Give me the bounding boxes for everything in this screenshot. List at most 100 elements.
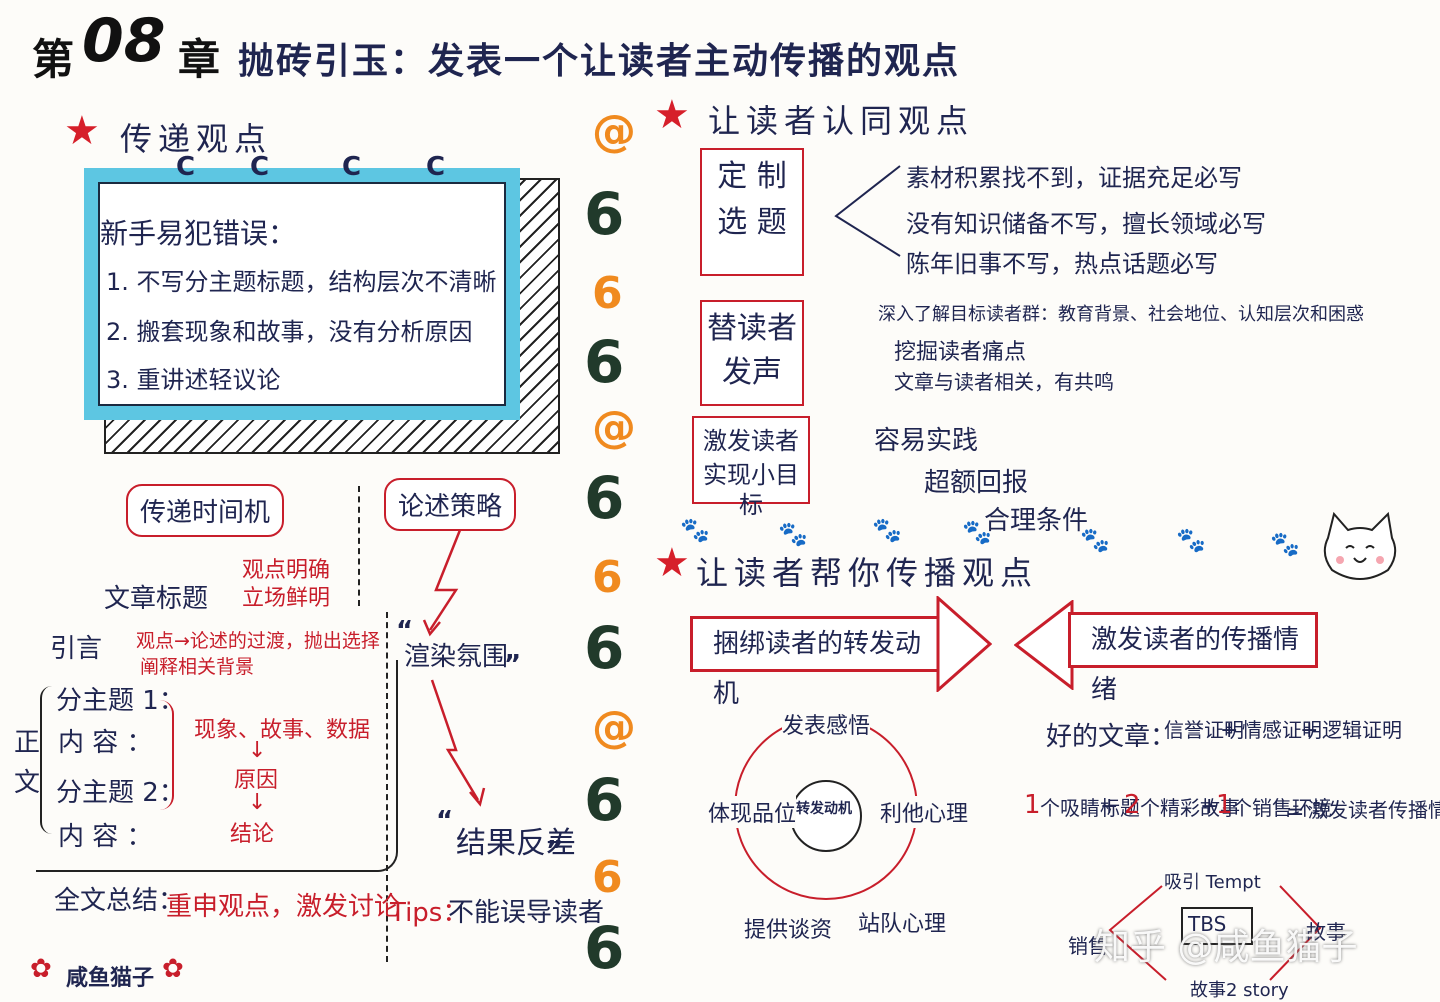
spiral-icon: 6 bbox=[592, 852, 623, 903]
spiral-icon: @ bbox=[592, 106, 636, 157]
eq1-logic: 逻辑证明 bbox=[1322, 718, 1402, 742]
banner-motivate-reader: 激发读者 实现小目标 bbox=[692, 416, 810, 519]
equals-sign: = bbox=[1286, 800, 1305, 825]
paw-icon: 🐾 bbox=[778, 520, 808, 548]
quote-close-1: ” bbox=[504, 650, 522, 680]
body-vertical-1: 正 bbox=[14, 728, 41, 758]
banner-line: 定 制 bbox=[717, 159, 787, 194]
plus-sign: + bbox=[1220, 718, 1239, 743]
goal-point-1: 容易实践 bbox=[874, 426, 979, 456]
spiral-icon: @ bbox=[592, 402, 636, 453]
chapter-number: 08 bbox=[82, 6, 166, 76]
eq2-title: 个吸睛标题 bbox=[1040, 796, 1140, 820]
star-icon: ★ bbox=[654, 540, 690, 586]
topic-point-2: 没有知识储备不写，擅长领域必写 bbox=[906, 210, 1266, 238]
tbs-center: TBS bbox=[1188, 912, 1227, 936]
left-heading: 传递观点 bbox=[120, 120, 273, 158]
star-icon: ★ bbox=[64, 108, 100, 154]
dashed-divider bbox=[358, 486, 360, 606]
cycle-top: 发表感悟 bbox=[782, 708, 871, 740]
flow-arrow: ↓ bbox=[248, 738, 267, 763]
reader-point-2: 挖掘读者痛点 bbox=[894, 340, 1027, 365]
intro-label: 引言 bbox=[50, 634, 103, 664]
banner-line: 实现小目标 bbox=[703, 461, 799, 519]
spiral-icon: 6 bbox=[584, 766, 625, 834]
spiral-icon: 6 bbox=[584, 180, 625, 248]
strategy-badge: 论述策略 bbox=[384, 478, 517, 531]
board-item-1: 1. 不写分主题标题，结构层次不清晰 bbox=[106, 268, 497, 296]
spiral-icon: @ bbox=[592, 702, 636, 753]
title-note-2: 立场鲜明 bbox=[242, 586, 331, 611]
quote-contrast: 结果反差 bbox=[456, 826, 576, 861]
goal-point-3: 合理条件 bbox=[984, 506, 1089, 536]
banner-speak-for-reader: 替读者 发声 bbox=[700, 300, 804, 406]
flower-icon: ✿ bbox=[162, 954, 184, 984]
plus-sign: + bbox=[1100, 794, 1119, 819]
ring-icon: C bbox=[176, 152, 196, 182]
eq2-env: 个销售环境 bbox=[1232, 796, 1332, 820]
eq2-c-num: 1 bbox=[1216, 790, 1233, 820]
star-icon: ★ bbox=[654, 92, 690, 138]
flower-icon: ✿ bbox=[30, 954, 52, 984]
spiral-icon: 6 bbox=[584, 914, 625, 982]
tips-text: 不能误导读者 bbox=[448, 898, 605, 928]
cycle-center: 转发动机 bbox=[796, 801, 852, 817]
eq1-credibility: 信誉证明 bbox=[1164, 718, 1244, 742]
intro-note-1: 观点→论述的过渡，抛出选择 bbox=[136, 630, 380, 652]
tbs-top: 吸引 Tempt bbox=[1164, 872, 1261, 893]
topic-point-1: 素材积累找不到，证据充足必写 bbox=[906, 164, 1242, 192]
spiral-icon: 6 bbox=[584, 328, 625, 396]
article-title-label: 文章标题 bbox=[104, 584, 209, 614]
summary-label: 全文总结： bbox=[54, 886, 185, 916]
arrow-head-left bbox=[1014, 600, 1074, 690]
arrow-forward-motive: 捆绑读者的转发动机 bbox=[690, 616, 940, 709]
paw-icon: 🐾 bbox=[1176, 526, 1206, 554]
cycle-right: 利他心理 bbox=[880, 796, 969, 828]
paw-icon: 🐾 bbox=[1080, 526, 1110, 554]
cycle-bottom-right: 站队心理 bbox=[858, 906, 947, 938]
cycle-left: 体现品位 bbox=[708, 796, 797, 828]
tbs-diagram bbox=[1108, 885, 1322, 981]
flow-arrow: ↓ bbox=[248, 790, 267, 815]
flow-step-1: 现象、故事、数据 bbox=[194, 718, 371, 743]
eq2-result: 激发读者传播情绪 bbox=[1308, 798, 1440, 822]
plus-sign: + bbox=[1200, 794, 1219, 819]
arrow-spread-emotion: 激发读者的传播情绪 bbox=[1068, 612, 1318, 705]
paw-icon: 🐾 bbox=[1270, 530, 1300, 558]
good-article-label: 好的文章： bbox=[1046, 722, 1177, 752]
tbs-bottom: 故事2 story bbox=[1190, 980, 1289, 1001]
dashed-divider bbox=[386, 612, 388, 962]
spiral-icon: 6 bbox=[584, 614, 625, 682]
ring-icon: C bbox=[342, 152, 362, 182]
topic-point-3: 陈年旧事不写，热点话题必写 bbox=[906, 250, 1218, 278]
reader-point-1: 深入了解目标读者群：教育背景、社会地位、认知层次和困惑 bbox=[878, 304, 1364, 325]
lightning-arrows bbox=[422, 530, 486, 807]
cycle-center-circle bbox=[790, 780, 862, 852]
ring-icon: C bbox=[426, 152, 446, 182]
title-note-1: 观点明确 bbox=[242, 558, 331, 583]
page-title: 抛砖引玉：发表一个让读者主动传播的观点 bbox=[238, 41, 961, 82]
content-2: 内 容 ： bbox=[58, 822, 153, 852]
tbs-left: 销售 bbox=[1068, 934, 1108, 958]
spiral-icon: 6 bbox=[584, 464, 625, 532]
paw-icon: 🐾 bbox=[872, 516, 902, 544]
paw-icon: 🐾 bbox=[680, 516, 710, 544]
quote-open-1: “ bbox=[396, 616, 414, 646]
banner-custom-topic: 定 制 选 题 bbox=[700, 148, 804, 276]
content-1: 内 容 ： bbox=[58, 728, 153, 758]
content-brace bbox=[160, 700, 174, 810]
bracket-line bbox=[36, 660, 398, 872]
right-heading-2: 让读者帮你传播观点 bbox=[696, 554, 1039, 592]
flow-step-2: 原因 bbox=[234, 768, 279, 793]
paw-icon: 🐾 bbox=[962, 518, 992, 546]
tips-label: Tips： bbox=[390, 898, 469, 928]
spiral-icon: 6 bbox=[592, 552, 623, 603]
summary-text: 重申观点，激发讨论 bbox=[166, 892, 401, 922]
cycle-bottom-left: 提供谈资 bbox=[744, 912, 833, 944]
eq2-story: 个精彩故事 bbox=[1140, 796, 1240, 820]
cat-face-icon bbox=[1323, 511, 1397, 580]
intro-note-2: 阐释相关背景 bbox=[140, 656, 255, 678]
signature: 咸鱼猫子 bbox=[66, 966, 155, 991]
spiral-icon: 6 bbox=[592, 268, 623, 319]
banner-line: 激发读者 bbox=[703, 427, 799, 455]
